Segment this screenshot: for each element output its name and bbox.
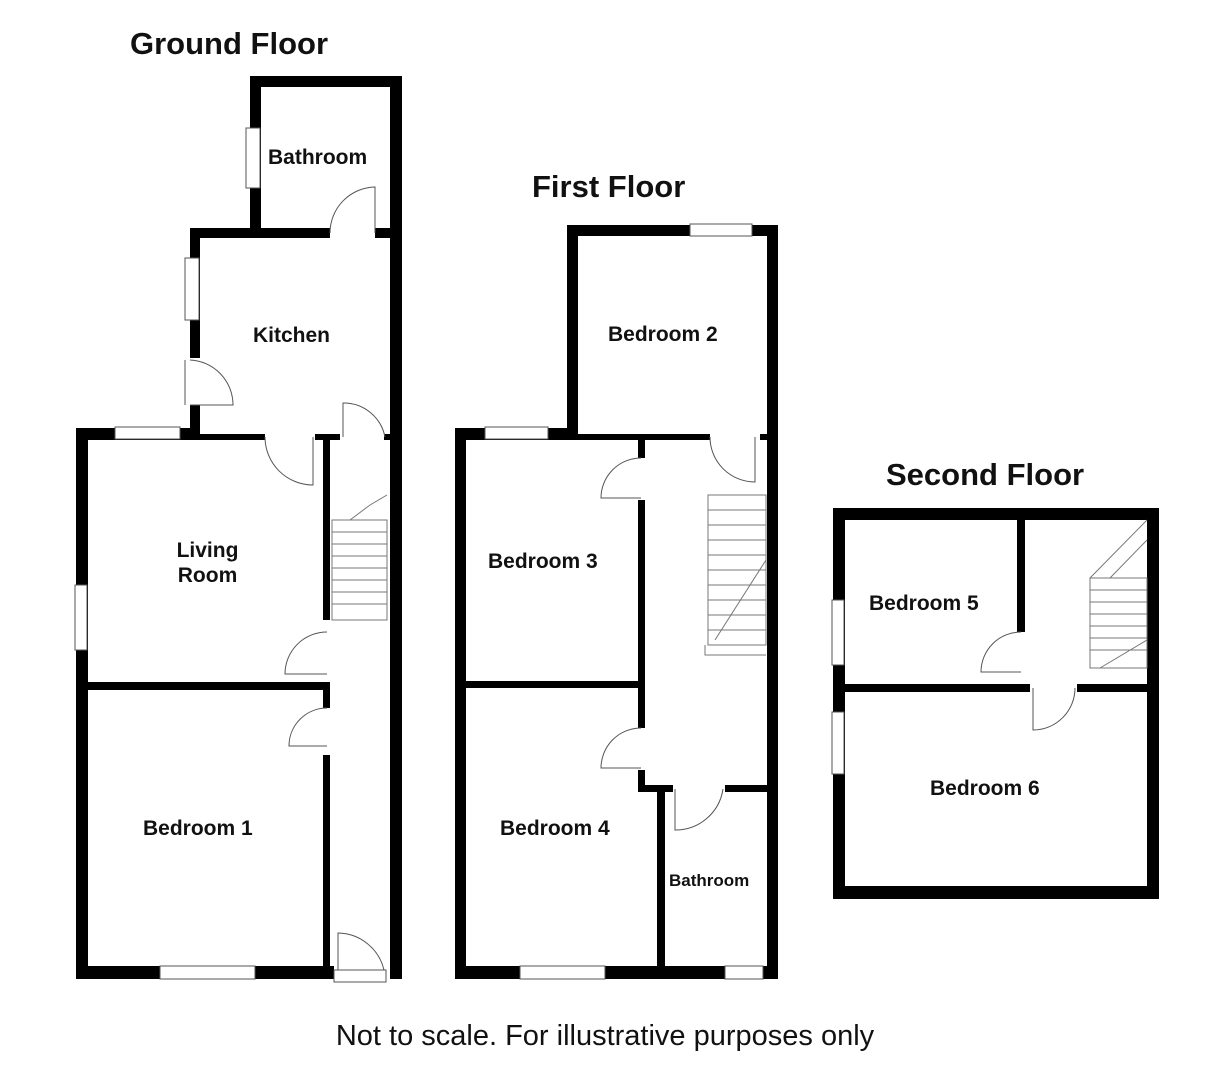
walls	[76, 76, 1159, 979]
doors	[184, 186, 1076, 983]
windows	[74, 127, 845, 980]
bedroom-1-label: Bedroom 1	[143, 817, 253, 840]
ground-bathroom-label: Bathroom	[268, 146, 368, 169]
first-floor-title: First Floor	[532, 169, 686, 204]
ground-floor-title: Ground Floor	[130, 26, 329, 61]
bedroom-4-label: Bedroom 4	[500, 817, 610, 840]
bedroom-6-label: Bedroom 6	[930, 777, 1040, 800]
kitchen-label: Kitchen	[253, 324, 331, 347]
disclaimer-note: Not to scale. For illustrative purposes …	[335, 1020, 875, 1052]
bedroom-3-label: Bedroom 3	[488, 550, 598, 573]
first-bathroom-label: Bathroom	[669, 871, 750, 890]
second-floor-title: Second Floor	[886, 457, 1085, 492]
stairs	[331, 494, 1148, 669]
living-room-label: Living Room	[150, 538, 265, 588]
bedroom-2-label: Bedroom 2	[608, 323, 718, 346]
bedroom-5-label: Bedroom 5	[869, 592, 979, 615]
living-room-label-line2: Room	[177, 564, 238, 587]
living-room-label-line1: Living	[176, 539, 239, 562]
